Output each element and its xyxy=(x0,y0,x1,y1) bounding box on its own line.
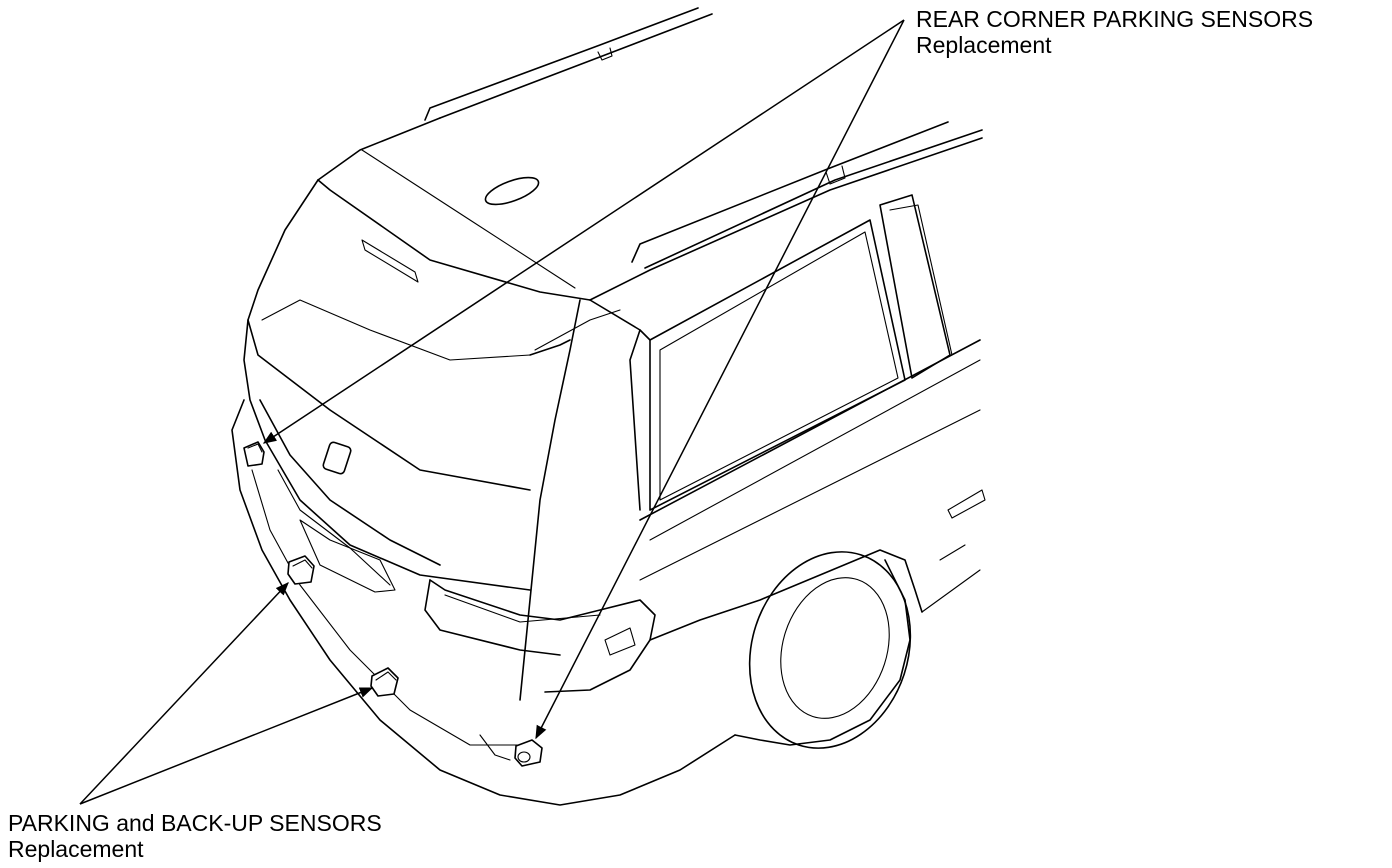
parking-backup-sensors-title: PARKING and BACK-UP SENSORS xyxy=(8,810,382,836)
parking-backup-sensors-callout: PARKING and BACK-UP SENSORS Replacement xyxy=(8,810,382,862)
parking-backup-sensors-subtitle: Replacement xyxy=(8,836,144,862)
rear-corner-sensors-title: REAR CORNER PARKING SENSORS xyxy=(916,6,1314,32)
parking-sensor-outer xyxy=(287,555,315,585)
sensors xyxy=(243,441,543,767)
rear-corner-sensor-right xyxy=(514,739,543,767)
leader-lines xyxy=(79,19,905,805)
rear-corner-sensors-subtitle: Replacement xyxy=(916,32,1052,58)
vehicle-outline xyxy=(231,7,986,806)
parking-sensor-inner xyxy=(370,667,399,697)
rear-corner-sensor-left xyxy=(243,441,265,467)
rear-corner-sensors-callout: REAR CORNER PARKING SENSORS Replacement xyxy=(916,6,1313,58)
